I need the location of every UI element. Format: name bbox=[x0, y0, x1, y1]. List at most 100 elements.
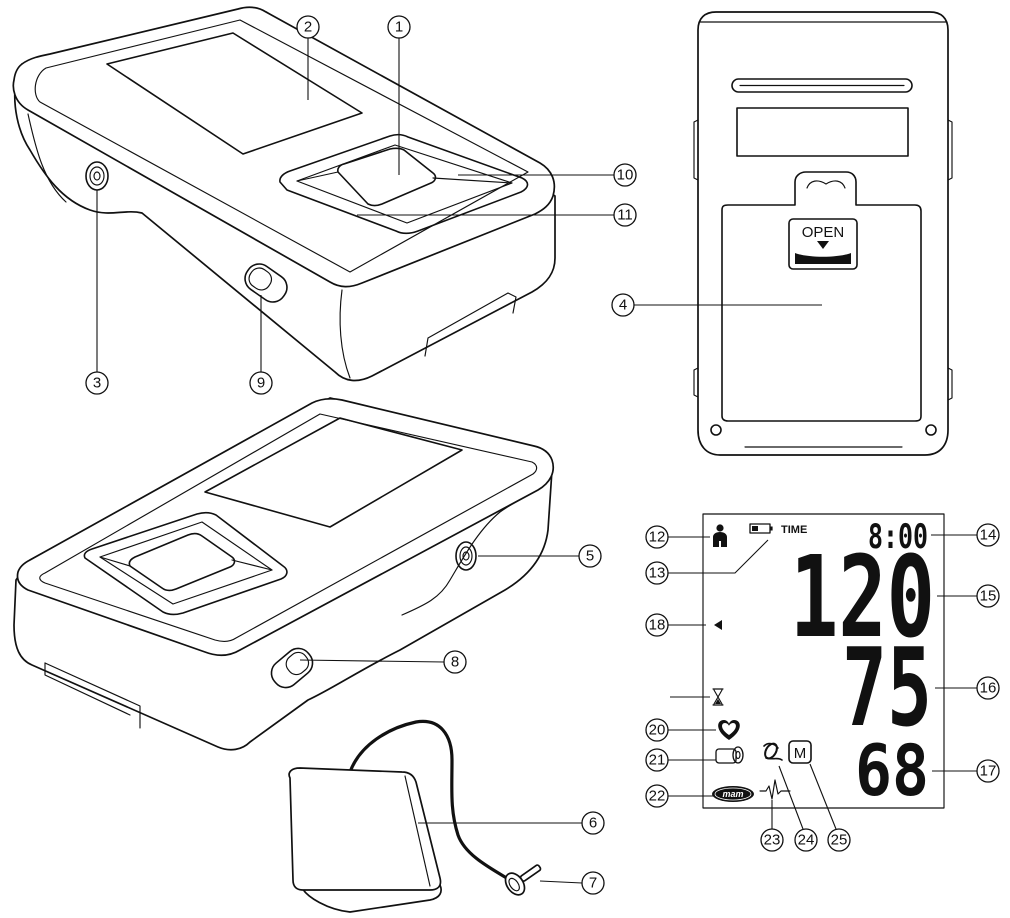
callout-number: 15 bbox=[980, 588, 997, 605]
air-tube bbox=[348, 719, 512, 882]
callout-number: 12 bbox=[649, 529, 666, 546]
button-panel bbox=[83, 511, 288, 616]
button-divider bbox=[99, 556, 273, 571]
screw bbox=[925, 424, 937, 436]
callout-number: 2 bbox=[304, 19, 312, 36]
callout-7: 7 bbox=[539, 871, 605, 895]
open-text: OPEN bbox=[802, 224, 845, 241]
callout-circle bbox=[613, 203, 637, 227]
device-back-view: OPEN bbox=[693, 11, 953, 456]
cuff-fold-edge bbox=[404, 775, 431, 887]
top-face-bevel bbox=[39, 413, 538, 642]
lcd-display: TIME 8:00 120 75 68 M mam bbox=[702, 513, 945, 812]
callout-12: 12 bbox=[645, 525, 710, 549]
callout-circle bbox=[645, 718, 669, 742]
callout-9: 9 bbox=[249, 295, 273, 395]
top-face bbox=[12, 6, 556, 288]
callout-circle bbox=[645, 748, 669, 772]
callout-number: 5 bbox=[586, 548, 594, 565]
callout-4: 4 bbox=[611, 293, 822, 317]
callout-circle bbox=[976, 523, 1000, 547]
callout-circle bbox=[581, 811, 605, 835]
callout-number: 11 bbox=[617, 207, 633, 224]
device-foot bbox=[424, 292, 517, 357]
callout-2: 2 bbox=[296, 15, 320, 100]
callout-25: 25 bbox=[809, 763, 851, 852]
callout-circle bbox=[645, 525, 669, 549]
systolic-readout: 120 bbox=[790, 533, 935, 663]
cuff-icon bbox=[715, 746, 744, 764]
callout-13: 13 bbox=[645, 539, 769, 585]
callout-number: 7 bbox=[589, 875, 597, 892]
callout-number: 22 bbox=[649, 788, 666, 805]
start-button[interactable] bbox=[337, 147, 437, 207]
callout-number: 10 bbox=[617, 167, 634, 184]
callout-number: 14 bbox=[980, 527, 997, 544]
callout-24: 24 bbox=[778, 765, 818, 852]
brand-logo-text: mam bbox=[722, 789, 743, 799]
callout-6: 6 bbox=[418, 811, 605, 835]
memory-indicator: M bbox=[788, 740, 812, 764]
callout-number: 21 bbox=[649, 752, 666, 769]
leader-line bbox=[778, 765, 804, 830]
callout-number: 18 bbox=[649, 617, 666, 634]
mode-switch[interactable] bbox=[266, 643, 318, 693]
callout-number: 4 bbox=[619, 297, 627, 314]
callout-8: 8 bbox=[299, 650, 467, 674]
callout-circle bbox=[645, 561, 669, 585]
callout-circle bbox=[613, 163, 637, 187]
callout-circle bbox=[794, 828, 818, 852]
cover-tab-notch bbox=[806, 180, 846, 189]
leader-line bbox=[299, 659, 445, 663]
lcd-frame bbox=[702, 513, 945, 809]
label-window bbox=[736, 107, 909, 157]
time-label: TIME bbox=[781, 524, 807, 536]
callout-number: 13 bbox=[649, 565, 666, 582]
callout-circle bbox=[249, 371, 273, 395]
top-face bbox=[16, 397, 555, 656]
diastolic-readout: 75 bbox=[842, 626, 932, 751]
cuff bbox=[288, 719, 542, 913]
pulse-wave-icon bbox=[759, 779, 791, 800]
open-grip bbox=[795, 253, 851, 264]
battery-low-icon bbox=[749, 523, 773, 534]
device-front-view bbox=[13, 397, 555, 751]
callout-11: 11 bbox=[357, 203, 637, 227]
callout-17: 17 bbox=[932, 759, 1000, 783]
device-foot bbox=[44, 662, 141, 729]
device-top-view bbox=[12, 6, 556, 382]
display-screen bbox=[106, 32, 363, 155]
callout-21: 21 bbox=[645, 748, 716, 772]
user-switch[interactable] bbox=[240, 259, 292, 307]
callout-circle bbox=[387, 15, 411, 39]
callout-16: 16 bbox=[935, 676, 1000, 700]
callout-number: 20 bbox=[649, 722, 666, 739]
button-panel-frame bbox=[279, 133, 529, 235]
callout-15: 15 bbox=[937, 584, 1000, 608]
arrow-left-icon bbox=[714, 620, 722, 630]
tube-connector bbox=[504, 864, 542, 896]
callout-20: 20 bbox=[645, 718, 716, 742]
heart-icon bbox=[718, 720, 740, 740]
callout-5: 5 bbox=[478, 544, 602, 568]
callout-circle bbox=[645, 613, 669, 637]
start-button[interactable] bbox=[128, 532, 236, 592]
callout-circle bbox=[827, 828, 851, 852]
callout-number: 6 bbox=[589, 815, 597, 832]
leader-line bbox=[668, 539, 769, 574]
cuff-sleeve bbox=[288, 767, 442, 891]
button-panel bbox=[279, 133, 529, 235]
cuff-port bbox=[455, 541, 477, 571]
side-notch bbox=[693, 119, 953, 401]
battery-cover[interactable] bbox=[721, 171, 922, 422]
callout-circle bbox=[611, 293, 635, 317]
callout-3: 3 bbox=[85, 190, 109, 395]
brand-logo: mam bbox=[712, 786, 754, 802]
cuff-back-flap bbox=[299, 883, 442, 913]
callout-23: 23 bbox=[760, 800, 784, 852]
screw bbox=[710, 424, 722, 436]
memory-label: M bbox=[794, 745, 807, 762]
callout-10: 10 bbox=[458, 163, 637, 187]
callout-circle bbox=[645, 784, 669, 808]
